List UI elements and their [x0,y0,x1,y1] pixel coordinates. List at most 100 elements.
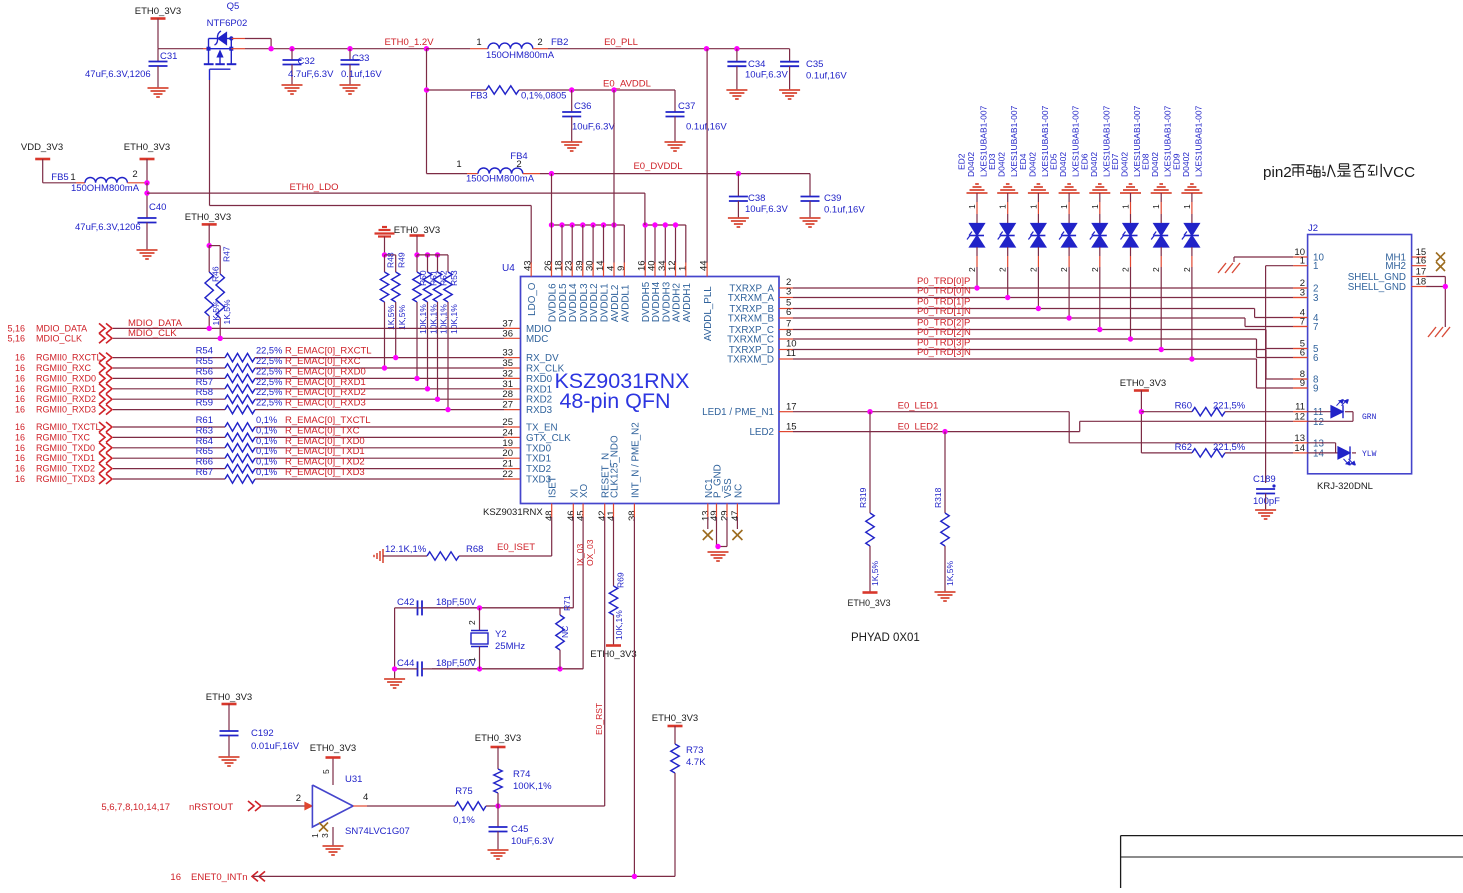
svg-text:4.7K: 4.7K [686,757,706,768]
svg-text:37: 37 [502,318,513,329]
svg-text:RESET_N: RESET_N [601,453,612,498]
svg-text:5,6,7,8,10,14,17: 5,6,7,8,10,14,17 [101,802,170,813]
svg-text:2: 2 [1300,278,1305,289]
svg-text:6: 6 [1300,348,1305,359]
svg-text:R49: R49 [397,252,407,268]
svg-text:7: 7 [786,319,791,330]
svg-text:R56: R56 [196,366,213,377]
svg-text:17: 17 [786,402,797,413]
svg-text:11: 11 [1295,402,1305,413]
svg-text:22: 22 [502,469,513,480]
svg-text:0.1uf,16V: 0.1uf,16V [824,205,865,216]
svg-text:C33: C33 [352,53,369,64]
svg-text:XO: XO [579,483,590,498]
svg-text:R69: R69 [616,572,626,588]
svg-text:ETH0_3V3: ETH0_3V3 [1120,378,1166,389]
svg-text:1: 1 [1313,261,1318,272]
svg-text:P0_TRD[3]N: P0_TRD[3]N [917,347,971,358]
svg-text:1: 1 [677,266,688,271]
svg-text:DVDDL2: DVDDL2 [589,283,600,322]
svg-text:2: 2 [1151,267,1161,272]
svg-text:12: 12 [1294,411,1305,422]
svg-text:AVDDH1: AVDDH1 [682,283,693,322]
svg-text:R_EMAC[0]_RXD0: R_EMAC[0]_RXD0 [285,366,366,377]
svg-text:0,1%: 0,1% [256,446,277,456]
svg-text:DVDDL4: DVDDL4 [568,283,579,322]
svg-text:SN74LVC1G07: SN74LVC1G07 [345,826,410,837]
svg-text:R74: R74 [513,769,530,780]
svg-text:R_EMAC[0]_TXD3: R_EMAC[0]_TXD3 [285,467,365,478]
svg-text:DVDDL6: DVDDL6 [548,283,559,322]
svg-text:100K,1%: 100K,1% [513,781,552,792]
svg-text:4: 4 [363,792,368,803]
svg-text:2: 2 [132,169,137,180]
svg-text:U31: U31 [345,774,362,785]
svg-text:C39: C39 [824,193,841,204]
svg-text:150OHM800mA: 150OHM800mA [71,183,140,194]
svg-text:16: 16 [15,353,25,363]
svg-text:C31: C31 [160,51,177,62]
svg-text:R67: R67 [196,467,213,478]
svg-text:E0_DVDDL: E0_DVDDL [633,161,682,172]
svg-text:16: 16 [637,260,648,271]
svg-text:P0_TRD[1]P: P0_TRD[1]P [917,297,970,308]
svg-text:ETH0_3V3: ETH0_3V3 [135,6,181,17]
svg-text:0,1%: 0,1% [256,467,277,477]
svg-text:16: 16 [15,443,25,453]
svg-text:Y2: Y2 [495,629,507,640]
svg-text:1: 1 [70,172,75,183]
svg-text:45: 45 [576,510,587,521]
svg-text:E0_ISET: E0_ISET [497,542,535,553]
svg-text:ED4: ED4 [1018,153,1028,170]
svg-text:DVDDL5: DVDDL5 [558,283,569,322]
svg-text:DVDDH3: DVDDH3 [661,281,672,322]
svg-text:OX_03: OX_03 [585,539,595,566]
svg-text:49: 49 [709,510,720,521]
svg-text:25: 25 [502,417,513,428]
svg-text:16: 16 [15,422,25,432]
svg-text:TXRXP_D: TXRXP_D [729,345,774,356]
svg-text:R54: R54 [196,346,213,357]
svg-text:0,1%: 0,1% [256,425,277,435]
svg-text:16: 16 [15,464,25,474]
svg-text:C44: C44 [397,658,414,669]
svg-text:2: 2 [1313,284,1318,295]
svg-text:ETH0_3V3: ETH0_3V3 [124,142,170,153]
svg-text:TXD1: TXD1 [526,454,551,465]
svg-text:R58: R58 [196,387,213,398]
svg-text:1: 1 [998,204,1008,209]
svg-text:10: 10 [1294,247,1305,258]
svg-text:39: 39 [574,260,585,271]
svg-text:17: 17 [1416,267,1427,278]
svg-text:150OHM800mA: 150OHM800mA [486,50,555,61]
svg-text:0,1%: 0,1% [453,815,475,826]
svg-text:R50: R50 [418,270,428,286]
svg-text:1K,5%: 1K,5% [397,305,407,330]
svg-text:4: 4 [606,266,617,271]
svg-text:NC: NC [560,626,570,638]
svg-text:R46: R46 [211,266,221,282]
svg-text:1: 1 [1059,204,1069,209]
svg-text:LXES1UBAB1-007: LXES1UBAB1-007 [1009,105,1019,177]
svg-text:RGMII0_RXC: RGMII0_RXC [36,363,92,373]
svg-text:MDIO_DATA: MDIO_DATA [128,318,183,329]
svg-text:ED6: ED6 [1079,153,1089,170]
svg-text:7: 7 [1300,317,1305,328]
svg-text:R_EMAC[0]_TXC: R_EMAC[0]_TXC [285,425,360,436]
svg-text:P0_TRD[0]P: P0_TRD[0]P [917,276,970,287]
svg-text:RXD2: RXD2 [526,395,552,406]
svg-text:VSS: VSS [723,478,734,498]
svg-text:6: 6 [786,307,791,318]
svg-text:LED1 / PME_N1: LED1 / PME_N1 [702,407,774,418]
svg-text:19: 19 [502,438,513,449]
svg-text:8: 8 [786,328,791,339]
svg-text:KSZ9031RNX: KSZ9031RNX [554,369,689,393]
svg-text:TXRXP_C: TXRXP_C [729,325,774,336]
svg-text:RGMII0_TXD0: RGMII0_TXD0 [36,443,95,453]
svg-text:E0_LED2: E0_LED2 [898,422,939,433]
svg-text:LXES1UBAB1-007: LXES1UBAB1-007 [979,105,989,177]
svg-text:IX_03: IX_03 [575,544,585,566]
svg-text:R47: R47 [222,246,232,262]
svg-text:ETH0_3V3: ETH0_3V3 [394,225,440,236]
svg-text:C45: C45 [511,824,528,835]
